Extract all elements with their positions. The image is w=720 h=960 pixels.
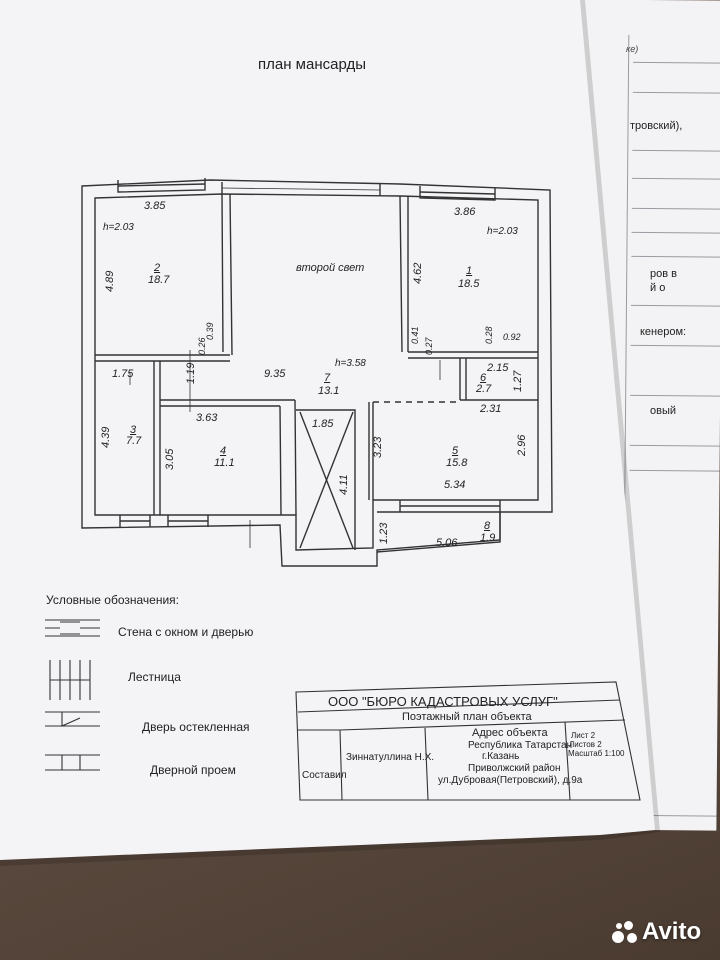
dim-5-06: 5.06 [436, 537, 458, 549]
stamp-company: ООО "БЮРО КАДАСТРОВЫХ УСЛУГ" [328, 694, 558, 709]
stamp-compiled-label: Составил [302, 770, 347, 781]
plan-title: план мансарды [258, 56, 366, 73]
dim-3-63: 3.63 [196, 412, 218, 424]
back-line-1: тровский), [630, 120, 683, 132]
room-7-number: 7 [324, 372, 331, 384]
legend-item-doorway: Дверной проем [150, 763, 236, 777]
dim-0-26: 0.26 [197, 337, 207, 355]
stamp-address-line-2: г.Казань [482, 751, 520, 762]
room-8-area: 1.9 [480, 532, 496, 544]
dim-4-11: 4.11 [338, 474, 350, 495]
room-4-number: 4 [220, 445, 227, 457]
stamp-compiled-by: Зиннатуллина Н.Х. [346, 752, 435, 763]
back-line-5: овый [650, 405, 677, 417]
dim-1-23: 1.23 [378, 522, 390, 544]
back-line-4: кенером: [640, 326, 687, 338]
legend-item-stairs: Лестница [128, 670, 181, 684]
room-4-area: 11.1 [214, 457, 235, 469]
dim-1-27: 1.27 [512, 370, 524, 392]
back-line-3: й о [650, 282, 666, 294]
room-6-number: 6 [480, 372, 487, 384]
floor-plan-sheet [0, 0, 655, 860]
room-5-number: 5 [452, 445, 459, 457]
dim-3-86: 3.86 [454, 206, 476, 218]
dim-2-31: 2.31 [480, 403, 502, 415]
room-5-area: 15.8 [446, 457, 468, 469]
room-1-area: 18.5 [458, 278, 480, 290]
height-label-room-2: h=2.03 [103, 222, 134, 233]
stamp-doc-type: Поэтажный план объекта [402, 711, 532, 723]
back-note-top: ке) [626, 44, 639, 54]
back-line-2: ров в [650, 268, 677, 280]
avito-wordmark: Avito [642, 918, 702, 945]
height-label-hall: h=3.58 [335, 358, 366, 369]
dim-5-34: 5.34 [444, 479, 466, 491]
stamp-address-line-3: Приволжский район [468, 763, 561, 774]
second-light-label: второй свет [296, 262, 365, 274]
dim-4-89: 4.89 [104, 270, 116, 292]
stamp-scale: Масштаб 1:100 [568, 749, 625, 758]
dim-1-75: 1.75 [112, 368, 134, 380]
legend-item-glass-door: Дверь остекленная [142, 720, 250, 734]
room-1-number: 1 [466, 265, 473, 277]
dim-0-41: 0.41 [410, 326, 420, 344]
stamp-address-line-1: Республика Татарстан [468, 740, 573, 751]
room-3-number: 3 [130, 424, 137, 436]
dim-3-05: 3.05 [164, 448, 176, 470]
dim-2-96: 2.96 [516, 434, 528, 456]
room-3-area: 7.7 [126, 435, 142, 447]
room-6-area: 2.7 [476, 383, 492, 395]
avito-logo-icon [612, 919, 638, 945]
room-7-area: 13.1 [318, 385, 340, 397]
dim-4-62: 4.62 [412, 262, 424, 284]
room-2-number: 2 [154, 262, 161, 274]
stamp-address-line-4: ул.Дубровая(Петровский), д.9а [438, 775, 583, 786]
dim-0-27: 0.27 [424, 337, 434, 355]
dim-4-39: 4.39 [100, 426, 112, 448]
avito-watermark: Avito [612, 918, 701, 946]
dim-1-19: 1.19 [185, 362, 197, 384]
dim-9-35: 9.35 [264, 368, 286, 380]
stamp-address-title: Адрес объекта [472, 727, 548, 739]
height-label-room-1: h=2.03 [487, 226, 518, 237]
dim-0-92: 0.92 [503, 332, 521, 342]
stamp-sheet: Лист 2 [571, 731, 596, 740]
dim-3-85: 3.85 [144, 200, 166, 212]
legend-item-wall: Стена с окном и дверью [118, 625, 254, 639]
stamp-sheets: Листов 2 [569, 740, 602, 749]
room-2-area: 18.7 [148, 274, 170, 286]
room-8-number: 8 [484, 520, 491, 532]
dim-2-15: 2.15 [487, 362, 509, 374]
dim-0-28: 0.28 [484, 326, 494, 344]
legend-title: Условные обозначения: [46, 593, 179, 607]
dim-3-23: 3.23 [372, 436, 384, 458]
dim-1-85: 1.85 [312, 418, 334, 430]
